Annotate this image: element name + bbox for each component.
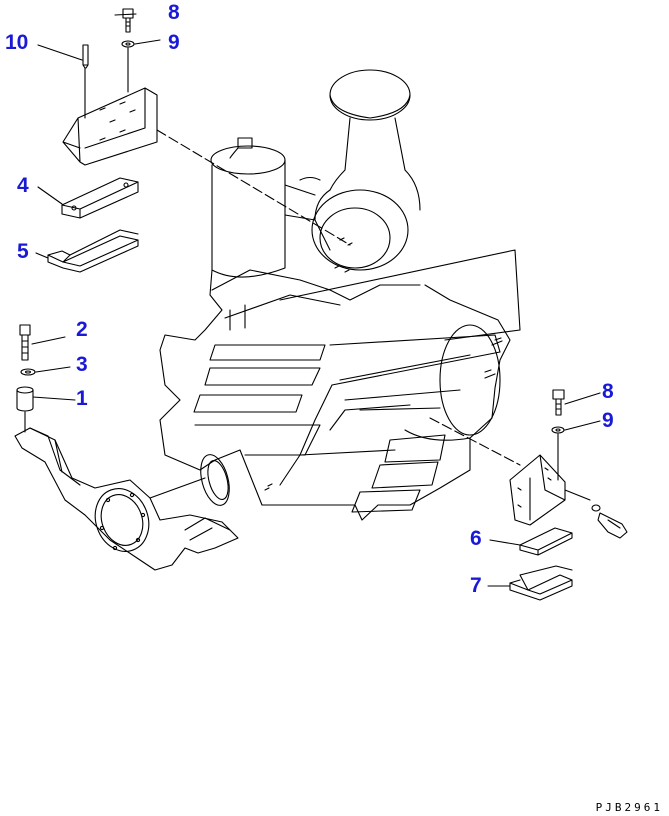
front-bracket-icon (62, 87, 158, 166)
callout-7: 7 (470, 574, 482, 597)
plate-7-icon (509, 565, 573, 601)
callout-4: 4 (17, 174, 29, 197)
engine-body (159, 69, 521, 521)
callout-3: 3 (76, 353, 88, 376)
callout-9-right: 9 (602, 409, 614, 432)
drawing-code: PJB2961 (595, 801, 663, 814)
air-cleaner-cap-icon (329, 69, 411, 121)
washer-3-icon (20, 368, 36, 376)
rear-bracket-group (509, 389, 628, 601)
spacer-1-icon (16, 389, 34, 412)
callout-10: 10 (5, 31, 29, 54)
flywheel-housing-icon (200, 454, 230, 506)
shims-left-group (47, 177, 139, 273)
plate-5-icon (47, 229, 139, 273)
engine-block-icon (159, 269, 511, 521)
callout-8-top: 8 (168, 1, 180, 24)
washer-right-icon (551, 426, 565, 434)
bolt-right-icon (552, 389, 565, 416)
callout-6: 6 (470, 527, 482, 550)
muffler-icon (211, 159, 286, 278)
pin-icon (82, 44, 89, 69)
washer-top-icon (121, 40, 135, 48)
callout-9-top: 9 (168, 31, 180, 54)
bolt-2-icon (19, 324, 31, 361)
left-support-group (14, 324, 239, 571)
engine-support-arm-icon (14, 427, 239, 571)
flange-icon (94, 488, 150, 552)
callout-5: 5 (17, 240, 29, 263)
rear-bracket-icon (509, 454, 566, 526)
front-bracket-group (62, 8, 351, 246)
callout-8-right: 8 (602, 380, 614, 403)
callout-1: 1 (76, 387, 88, 410)
callout-leaders (31, 13, 601, 587)
shim-4-icon (61, 177, 139, 219)
callout-2: 2 (76, 318, 88, 341)
bolt-top-icon (122, 8, 134, 33)
shim-6-icon (519, 527, 573, 556)
turbocharger-icon (311, 189, 409, 271)
